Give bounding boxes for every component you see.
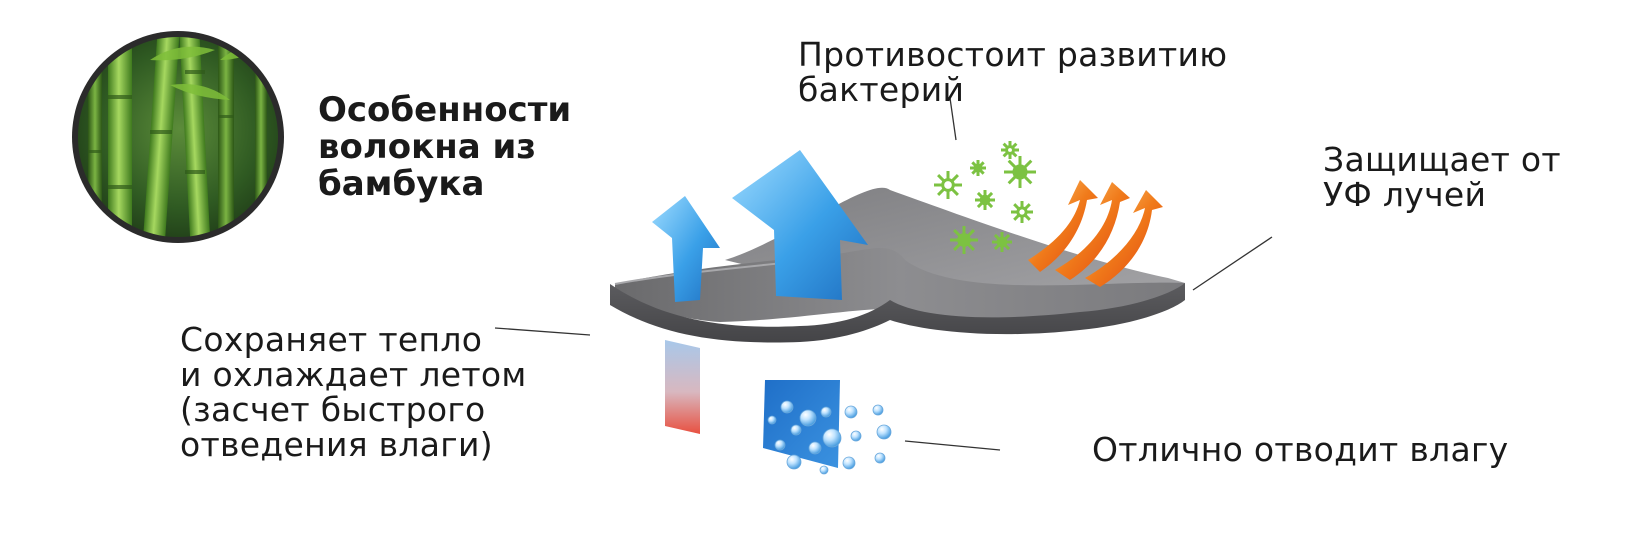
- blue-up-arrow-icon: [652, 196, 720, 302]
- leader-lines: [494, 97, 1273, 451]
- feature-uv-label: Защищает от УФ лучей: [1323, 142, 1561, 212]
- droplet-14: [874, 452, 886, 464]
- droplet-1: [780, 400, 794, 414]
- microbe-5: [950, 226, 978, 254]
- title-line-1: Особенности: [318, 90, 572, 130]
- droplet-2: [790, 424, 802, 436]
- droplet-8: [786, 454, 802, 470]
- droplet-11: [842, 456, 856, 470]
- leader-line-bacteria: [949, 97, 957, 141]
- leader-line-uv: [1192, 236, 1273, 291]
- feature-bacteria-label: Противостоит развитию бактерий: [798, 37, 1227, 107]
- page-title: Особенности волокна из бамбука: [318, 92, 571, 203]
- microbe-1: [934, 171, 962, 199]
- feature-bacteria-line-2: бактерий: [798, 70, 965, 109]
- bamboo-photo-icon: [72, 31, 284, 243]
- microbe-8: [970, 160, 986, 176]
- leader-line-thermo: [494, 327, 591, 336]
- orange-uv-arrow-icon: [1028, 180, 1163, 287]
- microbe-7: [1001, 141, 1019, 159]
- feature-bacteria-line-1: Противостоит развитию: [798, 35, 1228, 74]
- feature-thermo-line-2: и охлаждает летом: [180, 355, 527, 394]
- green-microbe-icon: [934, 141, 1036, 254]
- microbe-6: [992, 232, 1012, 252]
- water-droplet-icon: [767, 400, 892, 475]
- microbe-2: [975, 190, 995, 210]
- feature-thermo-label: Сохраняет тепло и охлаждает летом (засче…: [180, 322, 527, 462]
- feature-moisture-line-1: Отлично отводит влагу: [1092, 430, 1509, 469]
- red-blue-gradient-bar-icon: [665, 340, 700, 434]
- droplet-6: [822, 428, 842, 448]
- microbe-4: [1011, 201, 1033, 223]
- title-line-2: волокна из: [318, 127, 537, 167]
- microbe-3: [1004, 156, 1036, 188]
- feature-thermo-line-4: отведения влаги): [180, 425, 493, 464]
- feature-moisture-label: Отлично отводит влагу: [1092, 432, 1508, 467]
- droplet-9: [844, 405, 858, 419]
- feature-uv-line-1: Защищает от: [1323, 140, 1561, 179]
- feature-thermo-line-3: (засчет быстрого: [180, 390, 486, 429]
- leader-line-moisture: [904, 440, 1001, 451]
- droplet-7: [774, 439, 786, 451]
- droplet-4: [808, 441, 822, 455]
- droplet-10: [850, 430, 862, 442]
- droplet-12: [872, 404, 884, 416]
- feature-uv-line-2: УФ лучей: [1323, 175, 1487, 214]
- feature-thermo-line-1: Сохраняет тепло: [180, 320, 483, 359]
- droplet-5: [820, 406, 832, 418]
- moisture-panel: [763, 380, 840, 468]
- droplet-15: [767, 415, 777, 425]
- droplet-13: [876, 424, 892, 440]
- blue-up-arrow-icon-large: [732, 150, 868, 300]
- droplet-16: [819, 465, 829, 475]
- title-line-3: бамбука: [318, 164, 485, 204]
- droplet-3: [799, 409, 817, 427]
